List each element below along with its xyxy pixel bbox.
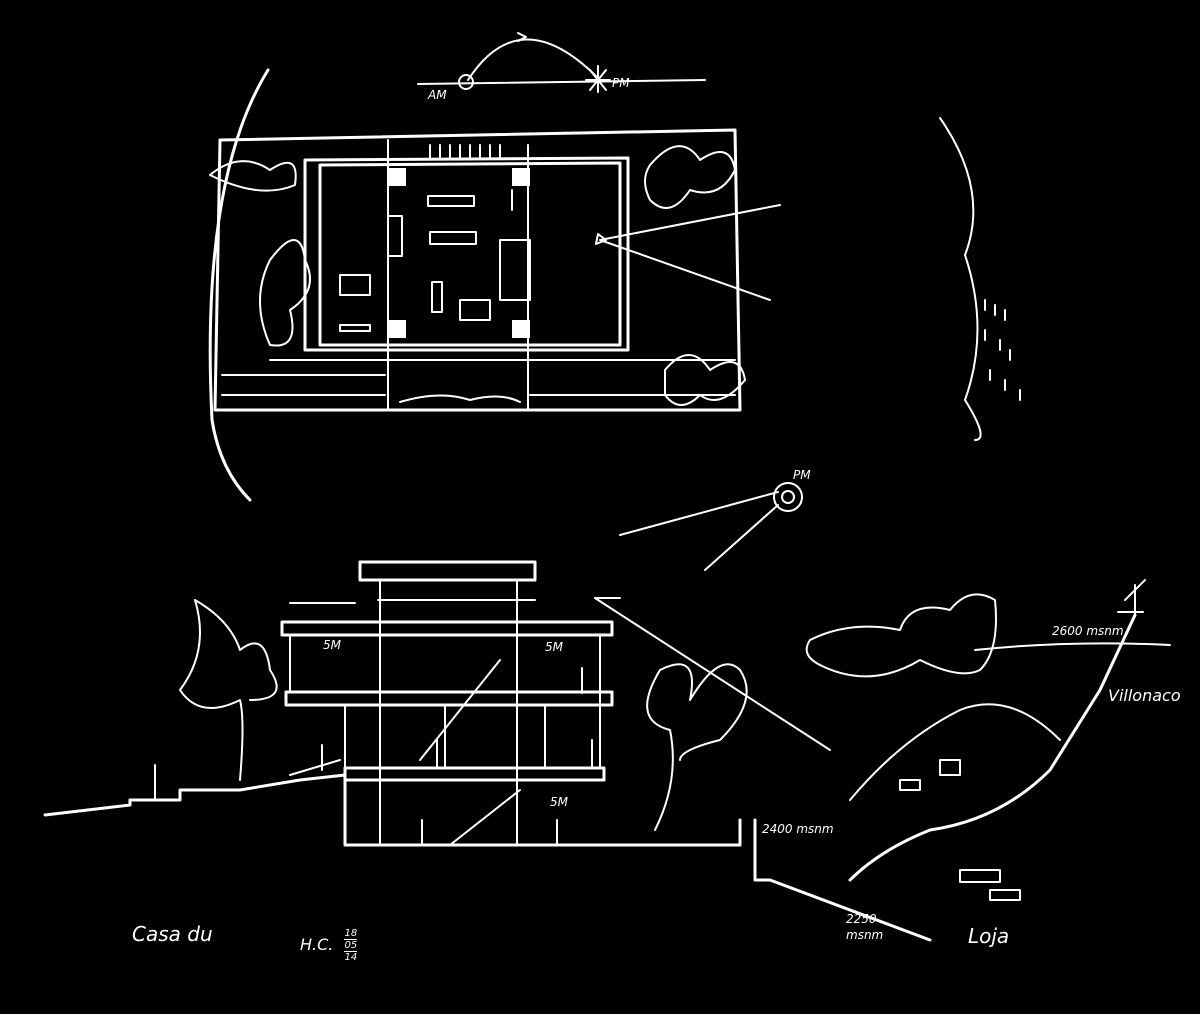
section-sun — [619, 482, 803, 571]
city-label: Loja — [968, 924, 1010, 948]
sunrise-icon — [458, 74, 474, 90]
floor-height-label: 5M — [545, 640, 563, 654]
site-elevation-label: 2400 msnm — [762, 822, 834, 836]
sunset-icon — [585, 65, 611, 93]
sun-icon — [773, 482, 803, 512]
mountain-label: Villonaco — [1108, 686, 1181, 705]
signature-year: 14 — [344, 952, 358, 963]
cloud — [805, 593, 997, 678]
terrain-contour — [939, 117, 982, 441]
sunset-label: PM — [612, 76, 630, 90]
valley-landscape — [848, 579, 1171, 901]
sun-path-diagram — [417, 32, 706, 93]
signature-day: 18 — [344, 928, 358, 940]
floor-plan — [208, 68, 781, 502]
peak-elevation-label: 2600 msnm — [1052, 624, 1124, 638]
signature-month: 05 — [344, 940, 358, 952]
tree-left — [179, 599, 278, 781]
floor-height-label: 5M — [323, 638, 341, 652]
signature: H.C. 18 05 14 — [300, 928, 358, 963]
building-section — [43, 560, 932, 942]
floor-height-label: 5M — [550, 795, 568, 809]
tree-right — [646, 663, 748, 831]
valley-elevation-unit: msnm — [846, 928, 884, 942]
sunrise-label: AM — [428, 88, 447, 102]
valley-elevation-label: 2250 — [846, 912, 877, 926]
sketch-title: Casa du — [132, 922, 213, 946]
signature-initials: H.C. — [300, 935, 334, 954]
tree-marks — [984, 299, 1021, 401]
section-sun-label: PM — [793, 468, 811, 482]
